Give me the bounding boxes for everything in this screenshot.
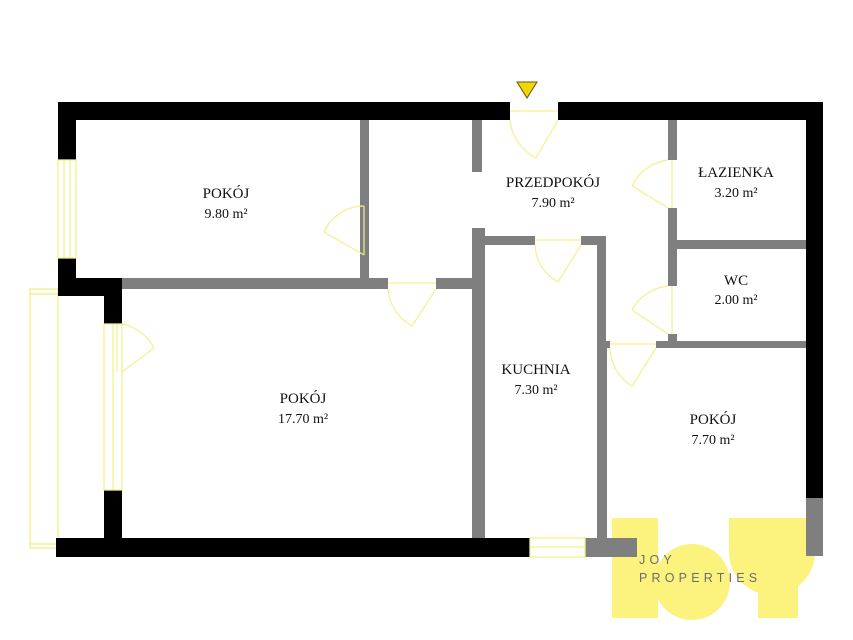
room-name: ŁAZIENKA — [698, 165, 774, 181]
door-balcony — [116, 323, 155, 373]
room-name: POKÓJ — [280, 390, 327, 407]
door-pokoj-1 — [323, 205, 365, 256]
room-name: KUCHNIA — [501, 362, 570, 378]
room-name: WC — [724, 273, 748, 289]
room-area: 7.90 m² — [531, 196, 574, 211]
logo-text-joy: JOY — [639, 553, 676, 567]
door-lazienka — [631, 159, 673, 209]
door-kuchnia — [534, 239, 582, 283]
door-pokoj-3 — [609, 343, 657, 387]
logo-letter-circle — [654, 544, 730, 620]
balcony — [29, 288, 59, 549]
door-entrance — [509, 110, 559, 159]
door-wc — [631, 285, 673, 335]
room-area: 9.80 m² — [204, 207, 247, 222]
room-area: 2.00 m² — [714, 293, 757, 308]
room-area: 17.70 m² — [278, 412, 328, 427]
room-name: POKÓJ — [690, 411, 737, 428]
windows — [57, 159, 586, 558]
logo-text-properties: PROPERTIES — [639, 571, 761, 585]
partition-walls — [122, 120, 823, 557]
room-area: 7.70 m² — [691, 433, 734, 448]
logo-letter-bar — [758, 552, 798, 618]
room-name: PRZEDPOKÓJ — [506, 174, 600, 191]
room-labels: POKÓJ 9.80 m² PRZEDPOKÓJ 7.90 m² ŁAZIENK… — [203, 165, 774, 448]
doors — [116, 110, 673, 387]
room-area: 7.30 m² — [514, 383, 557, 398]
logo-letter-stem — [612, 518, 658, 618]
entrance-marker-icon — [516, 81, 538, 99]
outer-walls — [56, 102, 823, 557]
room-name: POKÓJ — [203, 185, 250, 202]
door-pokoj-2 — [387, 282, 437, 327]
room-area: 3.20 m² — [714, 186, 757, 201]
joy-properties-logo — [612, 518, 815, 620]
